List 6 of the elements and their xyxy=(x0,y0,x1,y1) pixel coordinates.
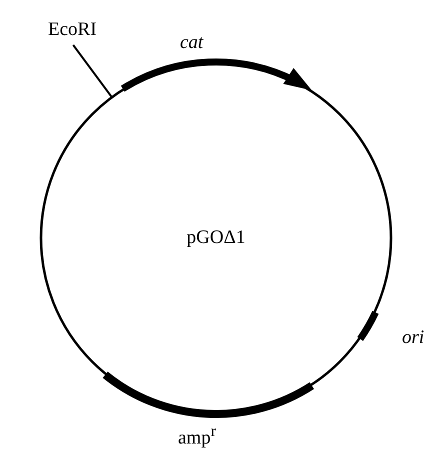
gene-label: cat xyxy=(180,33,204,52)
restriction-site-label: EcoRI xyxy=(48,20,97,39)
gene-label: ori xyxy=(402,328,424,347)
leader-line xyxy=(72,44,112,98)
gene-label: amp$^{r}$ xyxy=(178,424,216,448)
plasmid-name: pGOΔ1 xyxy=(186,227,246,249)
